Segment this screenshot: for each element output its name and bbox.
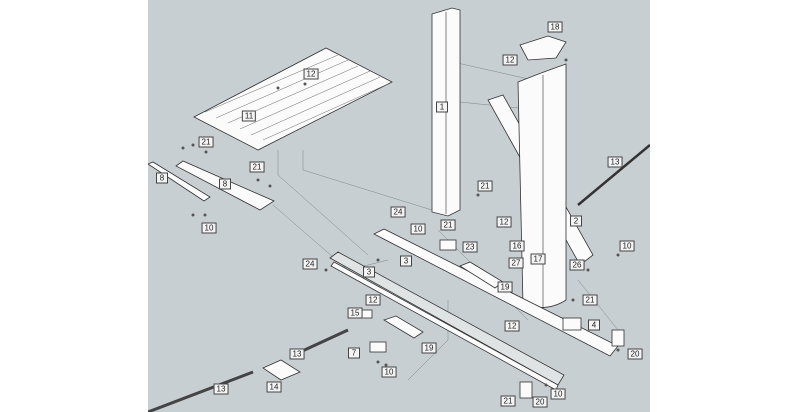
channel-lower: [383, 315, 424, 339]
callout-label: 12: [496, 216, 512, 228]
column-right: [517, 63, 567, 308]
plate-left: [148, 161, 211, 202]
callout-label: 12: [365, 294, 381, 306]
hinge: [369, 341, 387, 353]
diagram-drawing: [148, 7, 650, 412]
rod-lower: [148, 370, 254, 412]
callout-label: 23: [462, 241, 478, 253]
callout-label: 24: [390, 206, 406, 218]
callout-label: 10: [410, 223, 426, 235]
callout-label: 16: [509, 240, 525, 252]
callout-label: 13: [607, 156, 623, 168]
callout-label: 21: [477, 180, 493, 192]
rod-middle: [297, 328, 349, 355]
callout-label: 10: [201, 222, 217, 234]
end-cap-bottom: [519, 381, 533, 399]
rod-upper: [577, 144, 650, 206]
callout-label: 13: [289, 348, 305, 360]
callout-label: 19: [421, 342, 437, 354]
callout-label: 21: [500, 395, 516, 407]
callout-label: 21: [440, 219, 456, 231]
callout-label: 10: [381, 366, 397, 378]
callout-label: 4: [588, 319, 600, 331]
callout-label: 12: [504, 320, 520, 332]
callout-label: 3: [400, 255, 412, 267]
callout-label: 24: [302, 258, 318, 270]
callout-label: 26: [569, 259, 585, 271]
callout-label: 21: [582, 294, 598, 306]
callout-label: 13: [213, 383, 229, 395]
callout-label: 20: [627, 348, 643, 360]
callout-label: 1: [436, 101, 448, 113]
callout-label: 15: [347, 307, 363, 319]
callout-label: 21: [198, 136, 214, 148]
assembly-diagram: 12 11 21 21 8 8 10 24 24 1 18 12 13 2 21…: [148, 0, 650, 412]
callout-label: 2: [570, 215, 582, 227]
callout-label: 11: [241, 110, 257, 122]
callout-label: 12: [303, 68, 319, 80]
callout-label: 10: [619, 240, 635, 252]
callout-label: 19: [497, 281, 513, 293]
callout-label: 8: [156, 172, 168, 184]
rail-front: [329, 251, 565, 386]
callout-label: 8: [219, 178, 231, 190]
roof-panel: [193, 47, 393, 151]
callout-label: 27: [508, 257, 524, 269]
callout-label: 20: [532, 396, 548, 408]
callout-label: 21: [249, 161, 265, 173]
callout-label: 18: [547, 21, 563, 33]
callout-label: 3: [363, 266, 375, 278]
callout-label: 17: [530, 253, 546, 265]
callout-label: 10: [550, 388, 566, 400]
callout-label: 14: [266, 381, 282, 393]
bolts: [181, 58, 620, 387]
callout-label: 12: [502, 54, 518, 66]
callout-label: 7: [348, 347, 360, 359]
foot-plate: [262, 359, 301, 381]
top-cap: [519, 35, 567, 61]
corner-bracket: [562, 317, 582, 331]
base-bracket: [439, 239, 457, 251]
end-cap-right: [611, 329, 625, 347]
